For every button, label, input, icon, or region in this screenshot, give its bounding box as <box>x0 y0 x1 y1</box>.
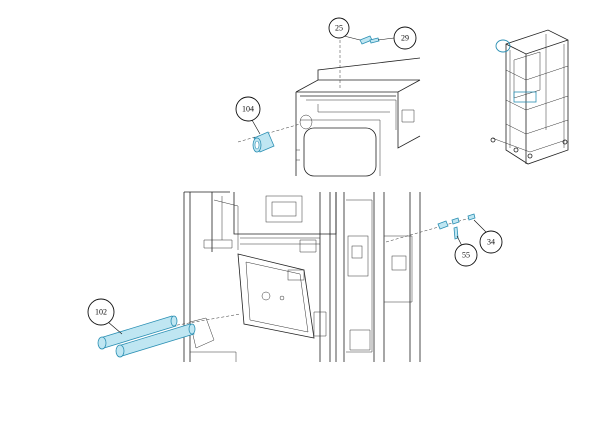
callout-104-label: 104 <box>242 105 254 114</box>
callout-34: 34 <box>473 219 503 254</box>
callout-102: 102 <box>87 298 123 335</box>
callout-29: 29 <box>377 26 417 50</box>
callout-55-label: 55 <box>462 251 470 260</box>
top-cabinet-corner-view <box>295 57 421 177</box>
callout-104: 104 <box>235 96 261 135</box>
inset-rack-frame-thumbnail <box>490 29 569 165</box>
parts-55-34-screws <box>385 213 476 243</box>
parts-25-29-hardware <box>339 35 380 90</box>
callout-102-label: 102 <box>95 308 107 317</box>
callout-25-label: 25 <box>335 24 343 33</box>
callout-29-label: 29 <box>401 34 409 43</box>
part-104-sleeve <box>237 123 301 153</box>
bottom-cabinet-interior-view <box>183 191 421 362</box>
callout-25: 25 <box>328 17 361 41</box>
callout-34-label: 34 <box>487 238 495 247</box>
part-102-tubes <box>97 313 241 358</box>
callout-55: 55 <box>454 235 478 267</box>
